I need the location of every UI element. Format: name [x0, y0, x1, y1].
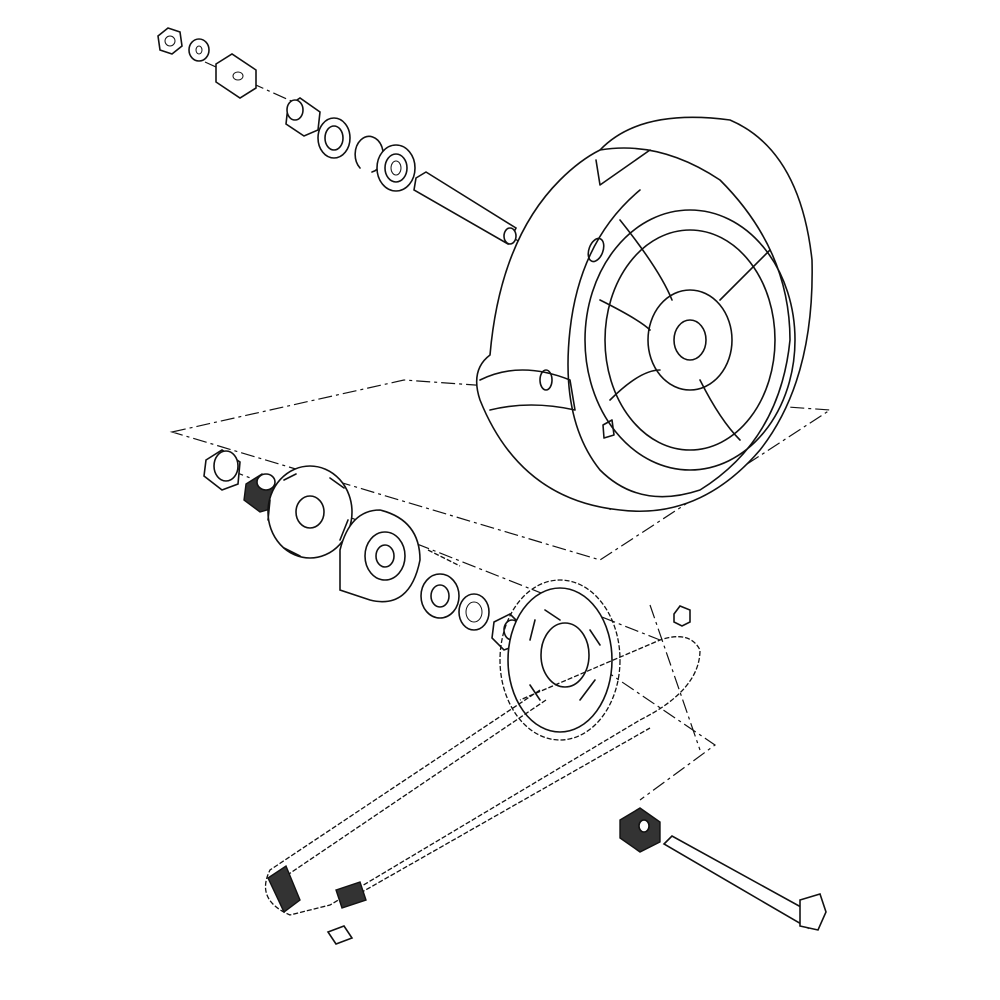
cush-drive-damper: [267, 465, 353, 559]
bearing-right: [420, 573, 460, 619]
collar: [243, 473, 277, 513]
master-link: [326, 925, 354, 945]
bearing-left: [203, 449, 241, 491]
drive-chain: [264, 636, 701, 916]
chain-adjuster-right: [619, 807, 661, 853]
rear-axle: [662, 835, 827, 931]
rear-wheel: [475, 116, 813, 512]
stud: [427, 549, 461, 567]
bearing: [376, 144, 416, 192]
washer: [188, 38, 210, 62]
oil-seal: [317, 117, 351, 159]
chain-adjuster: [215, 53, 257, 99]
sprocket: [499, 579, 621, 741]
axle-nut: [157, 27, 183, 55]
oil-seal-right: [458, 593, 490, 631]
spacer: [285, 97, 321, 137]
sprocket-nut: [673, 605, 691, 627]
axle-sleeve: [413, 171, 518, 246]
sprocket-carrier: [339, 509, 421, 603]
